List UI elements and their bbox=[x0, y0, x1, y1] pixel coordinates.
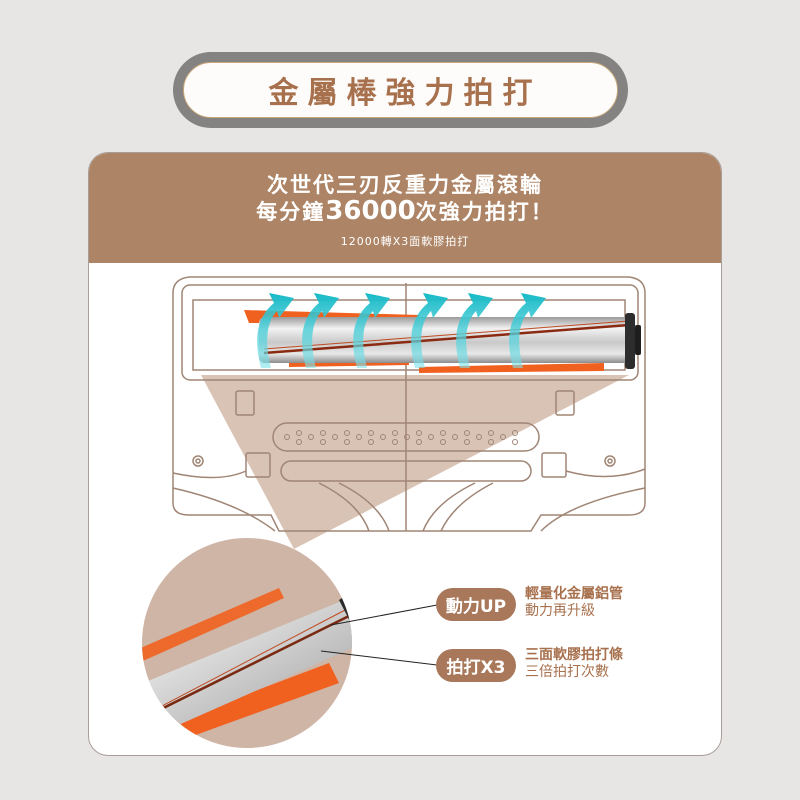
roller-brush-illustration bbox=[142, 276, 646, 748]
header-pill-inner: 金屬棒強力拍打 bbox=[183, 62, 618, 118]
vent-holes bbox=[284, 430, 518, 445]
callout-badge-beat: 拍打X3 bbox=[436, 649, 516, 682]
header-pill: 金屬棒強力拍打 bbox=[173, 52, 628, 128]
roller-brush bbox=[244, 310, 641, 373]
headline-prefix: 每分鐘 bbox=[256, 200, 326, 224]
callout-badge-power: 動力UP bbox=[436, 588, 516, 621]
callout-subtitle: 三倍拍打次數 bbox=[525, 664, 609, 680]
page-title: 金屬棒強力拍打 bbox=[268, 76, 542, 111]
headline-number: 36000 bbox=[325, 196, 416, 226]
callout-title: 輕量化金屬鋁管 bbox=[525, 586, 623, 602]
headline-suffix: 次強力拍打！ bbox=[415, 200, 554, 224]
zoom-beam bbox=[201, 375, 629, 549]
headline-subline: 12000轉X3面軟膠拍打 bbox=[340, 235, 470, 248]
callout-subtitle: 動力再升級 bbox=[525, 603, 595, 619]
headline-line-1: 次世代三刃反重力金屬滾輪 bbox=[267, 173, 543, 197]
feature-card: 次世代三刃反重力金屬滾輪 每分鐘36000次強力拍打！ 12000轉X3面軟膠拍… bbox=[88, 152, 722, 756]
rotation-arrows bbox=[257, 293, 546, 368]
zoom-lens bbox=[142, 538, 352, 748]
headline-band: 次世代三刃反重力金屬滾輪 每分鐘36000次強力拍打！ 12000轉X3面軟膠拍… bbox=[89, 153, 721, 263]
callout-title: 三面軟膠拍打條 bbox=[525, 647, 623, 663]
callout-text-power: 輕量化金屬鋁管 動力再升級 bbox=[525, 586, 623, 620]
headline-line-2: 每分鐘36000次強力拍打！ bbox=[89, 196, 721, 226]
callout-lines bbox=[320, 604, 438, 666]
callout-text-beat: 三面軟膠拍打條 三倍拍打次數 bbox=[525, 647, 623, 681]
